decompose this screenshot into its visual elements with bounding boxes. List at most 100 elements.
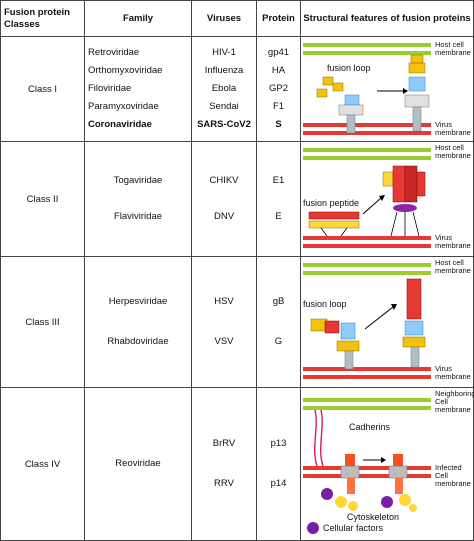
family-name: Retroviridae — [88, 47, 140, 58]
structure-figure-cell: Host cell membrane Virus membrane fusion… — [300, 36, 474, 142]
protein-name: gp41 — [267, 47, 290, 58]
virus-name: SARS-CoV2 — [197, 119, 251, 130]
class4-diagram — [303, 398, 431, 534]
family-name: Togaviridae — [113, 175, 163, 186]
cadherin-strands — [314, 409, 324, 467]
family-name: Paramyxoviridae — [88, 101, 159, 112]
header-family: Family — [84, 0, 192, 37]
protein-name: p13 — [270, 438, 287, 449]
table-row: Class III Herpesviridae Rhabdoviridae HS… — [0, 256, 474, 388]
protein-name: HA — [271, 65, 286, 76]
table-row: Class IV Reoviridae BrRV RRV p13 p14 — [0, 387, 474, 541]
virus-cell: CHIKV DNV — [191, 141, 257, 257]
protein-name: S — [275, 119, 282, 130]
p14-protein-left — [340, 454, 360, 494]
bottom-membrane-label: Virus membrane — [435, 233, 471, 250]
virus-name: BrRV — [212, 438, 236, 449]
protein-name: GP2 — [268, 83, 288, 94]
protein-cell: gp41 HA GP2 F1 S — [256, 36, 301, 142]
family-cell: Retroviridae Orthomyxoviridae Filovirida… — [84, 36, 192, 142]
virus-name: Influenza — [204, 65, 244, 76]
host-membrane — [303, 263, 431, 275]
postfusion-trimer — [382, 165, 426, 237]
bottom-membrane-label: Virus membrane — [435, 364, 471, 381]
host-membrane — [303, 148, 431, 160]
family-name: Rhabdoviridae — [107, 336, 169, 347]
header-row: Fusion protein Classes Family Viruses Pr… — [0, 0, 474, 37]
class-cell: Class I — [0, 36, 85, 142]
class1-diagram — [303, 43, 431, 135]
bottom-membrane-label: Infected Cell membrane — [435, 463, 471, 488]
virus-name: RRV — [214, 478, 234, 489]
protein-name: E — [275, 211, 282, 222]
virus-name: HIV-1 — [212, 47, 236, 58]
class-cell: Class II — [0, 141, 85, 257]
structure-figure-cell: Host cell membrane Virus membrane fusion… — [300, 141, 474, 257]
class-cell: Class IV — [0, 387, 85, 541]
fusion-loop-label: fusion loop — [303, 299, 347, 309]
header-features: Structural features of fusion proteins — [300, 0, 474, 37]
virus-cell: HIV-1 Influenza Ebola Sendai SARS-CoV2 — [191, 36, 257, 142]
arrow-head-icon — [403, 88, 408, 94]
p14-protein-right — [388, 454, 408, 494]
family-name: Herpesviridae — [108, 296, 168, 307]
protein-cell: p13 p14 — [256, 387, 301, 541]
protein-name: gB — [272, 296, 285, 307]
virus-membrane — [303, 123, 431, 135]
family-name: Reoviridae — [115, 458, 161, 469]
virus-cell: HSV VSV — [191, 256, 257, 388]
virus-name: CHIKV — [209, 175, 239, 186]
fusion-loop-label: fusion loop — [327, 63, 371, 73]
family-name: Flaviviridae — [113, 211, 163, 222]
protein-name: G — [274, 336, 283, 347]
header-protein: Protein — [256, 0, 301, 37]
neighboring-membrane — [303, 398, 431, 410]
prefusion-protein — [310, 318, 360, 370]
protein-name: p14 — [270, 478, 287, 489]
arrow-icon — [364, 306, 394, 330]
class1-figure: Host cell membrane Virus membrane fusion… — [301, 37, 473, 141]
top-membrane-label: Neighboring Cell membrane — [435, 389, 474, 414]
prefusion-protein — [316, 76, 364, 134]
cellular-factor-dot — [381, 496, 393, 508]
host-membrane — [303, 43, 431, 55]
virus-membrane — [303, 236, 431, 248]
arrow-head-icon — [391, 304, 397, 310]
class3-figure: Host cell membrane Virus membrane fusion… — [301, 257, 473, 387]
protein-cell: gB G — [256, 256, 301, 388]
family-name: Filoviridae — [88, 83, 132, 94]
cellular-factors-legend-dot — [307, 522, 319, 534]
table-row: Class I Retroviridae Orthomyxoviridae Fi… — [0, 36, 474, 142]
structure-figure-cell: Neighboring Cell membrane Infected Cell … — [300, 387, 474, 541]
protein-cell: E1 E — [256, 141, 301, 257]
bottom-membrane-label: Virus membrane — [435, 120, 471, 137]
family-name: Orthomyxoviridae — [88, 65, 163, 76]
fusion-peptide-label: fusion peptide — [303, 198, 360, 208]
cytoskeleton-shape — [335, 494, 417, 512]
virus-name: Ebola — [211, 83, 237, 94]
virus-name: HSV — [214, 296, 234, 307]
top-membrane-label: Host cell membrane — [435, 143, 471, 160]
family-cell: Togaviridae Flaviviridae — [84, 141, 192, 257]
infected-membrane — [303, 466, 431, 478]
structure-figure-cell: Host cell membrane Virus membrane fusion… — [300, 256, 474, 388]
virus-membrane — [303, 367, 431, 379]
top-membrane-label: Host cell membrane — [435, 258, 471, 275]
table-row: Class II Togaviridae Flaviviridae CHIKV … — [0, 141, 474, 257]
virus-name: DNV — [213, 211, 235, 222]
protein-name: F1 — [272, 101, 285, 112]
class4-figure: Neighboring Cell membrane Infected Cell … — [301, 388, 474, 540]
cellular-factors-label: Cellular factors — [323, 523, 384, 533]
header-viruses: Viruses — [191, 0, 257, 37]
family-name: Coronaviridae — [88, 119, 152, 130]
virus-name: VSV — [214, 336, 234, 347]
postfusion-protein — [402, 278, 426, 368]
virus-cell: BrRV RRV — [191, 387, 257, 541]
family-cell: Reoviridae — [84, 387, 192, 541]
postfusion-protein — [404, 54, 430, 132]
top-membrane-label: Host cell membrane — [435, 40, 471, 57]
prefusion-dimer — [308, 211, 360, 237]
arrow-icon — [362, 197, 382, 215]
cellular-factor-dot — [321, 488, 333, 500]
